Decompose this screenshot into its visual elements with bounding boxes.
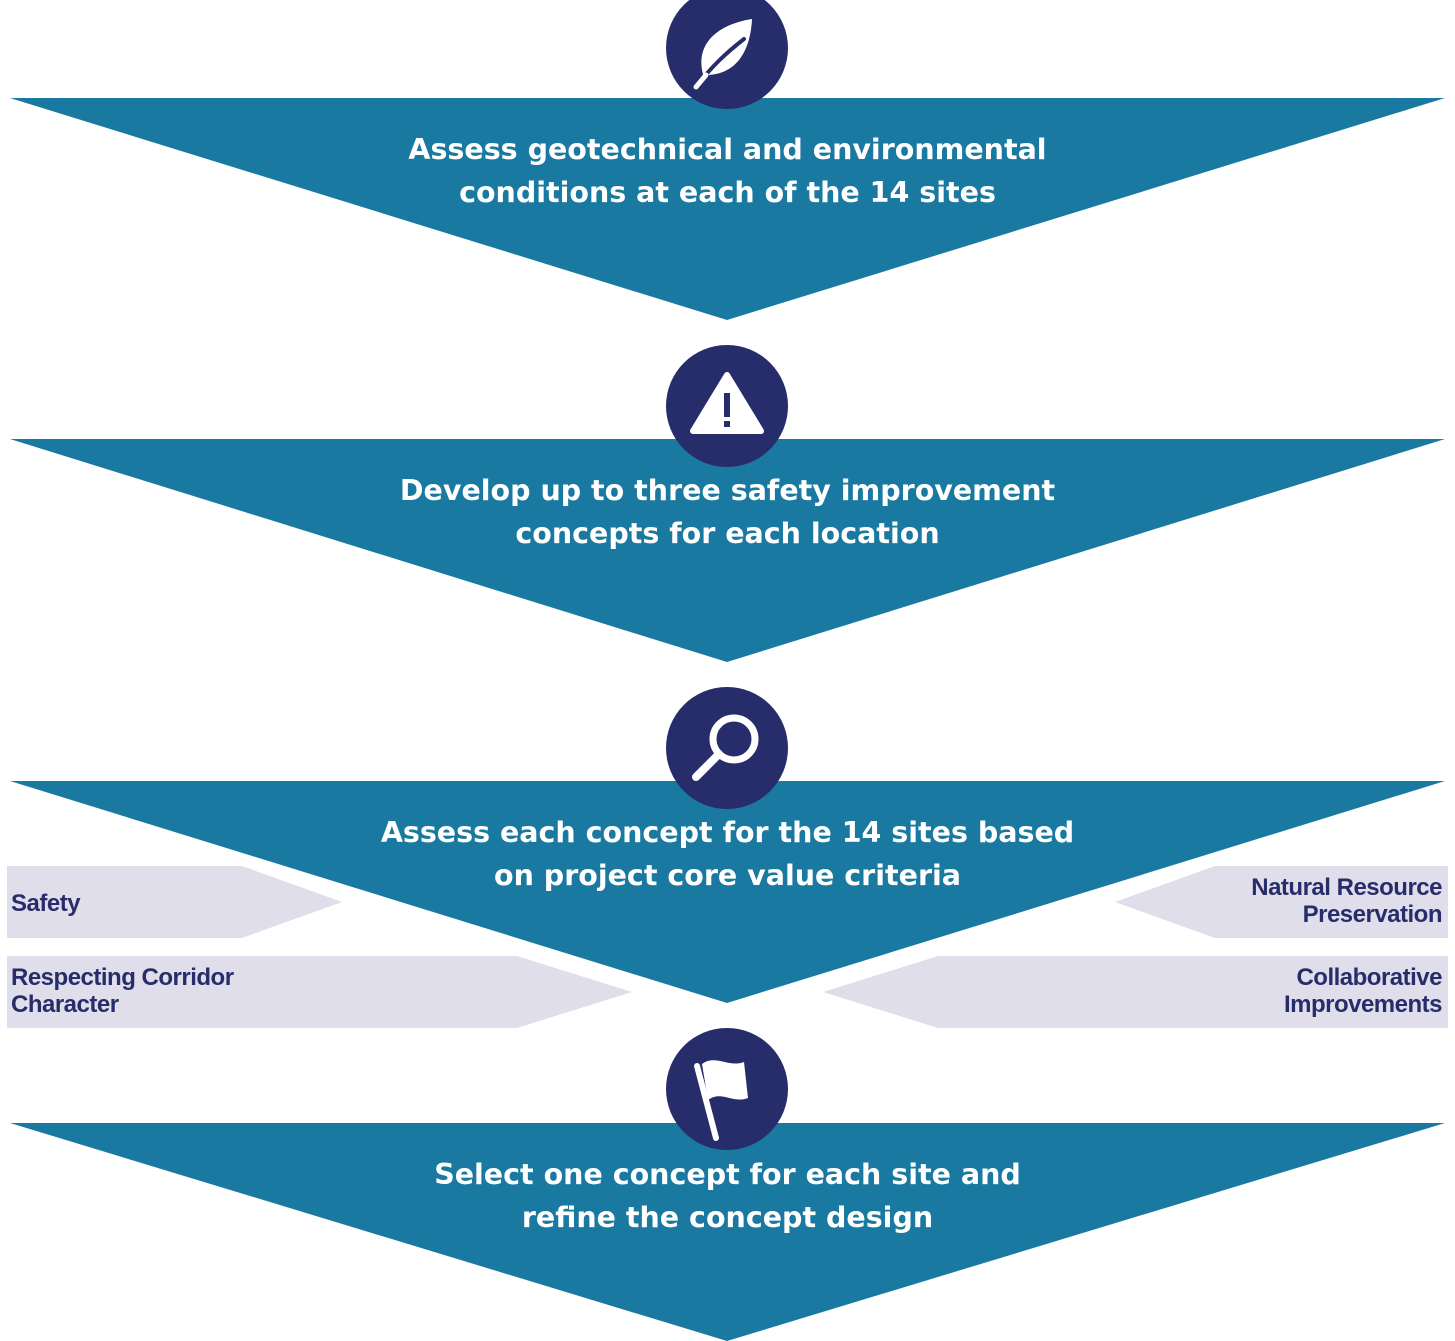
step-4-badge	[666, 1028, 788, 1150]
criterion-safety-banner	[7, 866, 342, 938]
criterion-corridor-banner	[7, 956, 632, 1028]
step-2: Develop up to three safety improvement c…	[0, 439, 1455, 662]
leaf-icon	[693, 19, 752, 90]
criterion-collaborative-label: Collaborative Improvements	[1283, 964, 1443, 1018]
step-1-badge	[666, 0, 788, 109]
criterion-respecting-corridor-character: Respecting Corridor Character	[7, 956, 632, 1028]
step-4-text: Select one concept for each site and ref…	[434, 1158, 1021, 1234]
criterion-safety-label: Safety	[11, 890, 81, 917]
step-1-text: Assess geotechnical and environmental co…	[408, 133, 1047, 209]
step-3: Assess each concept for the 14 sites bas…	[0, 781, 1455, 1003]
criterion-natural-resource-preservation: Natural Resource Preservation	[1115, 866, 1448, 938]
magnifier-icon	[692, 714, 759, 781]
step-2-text: Develop up to three safety improvement c…	[399, 474, 1056, 550]
step-3-chevron	[10, 781, 1445, 1003]
warning-icon	[690, 372, 764, 434]
criterion-natural-resource-label: Natural Resource Preservation	[1251, 874, 1442, 928]
step-2-chevron	[10, 439, 1445, 662]
criterion-corridor-label: Respecting Corridor Character	[11, 964, 234, 1018]
flag-icon	[694, 1060, 748, 1141]
step-1: Assess geotechnical and environmental co…	[0, 98, 1455, 320]
criterion-safety: Safety	[7, 866, 342, 938]
criterion-collaborative-improvements: Collaborative Improvements	[823, 956, 1448, 1028]
step-4-chevron	[10, 1123, 1445, 1341]
step-3-badge	[666, 687, 788, 809]
criterion-natural-resource-banner	[1115, 866, 1448, 938]
step-2-badge	[666, 345, 788, 467]
step-4: Select one concept for each site and ref…	[0, 1123, 1455, 1341]
step-3-text: Assess each concept for the 14 sites bas…	[380, 816, 1075, 892]
step-1-chevron	[10, 98, 1445, 320]
criterion-collaborative-banner	[823, 956, 1448, 1028]
